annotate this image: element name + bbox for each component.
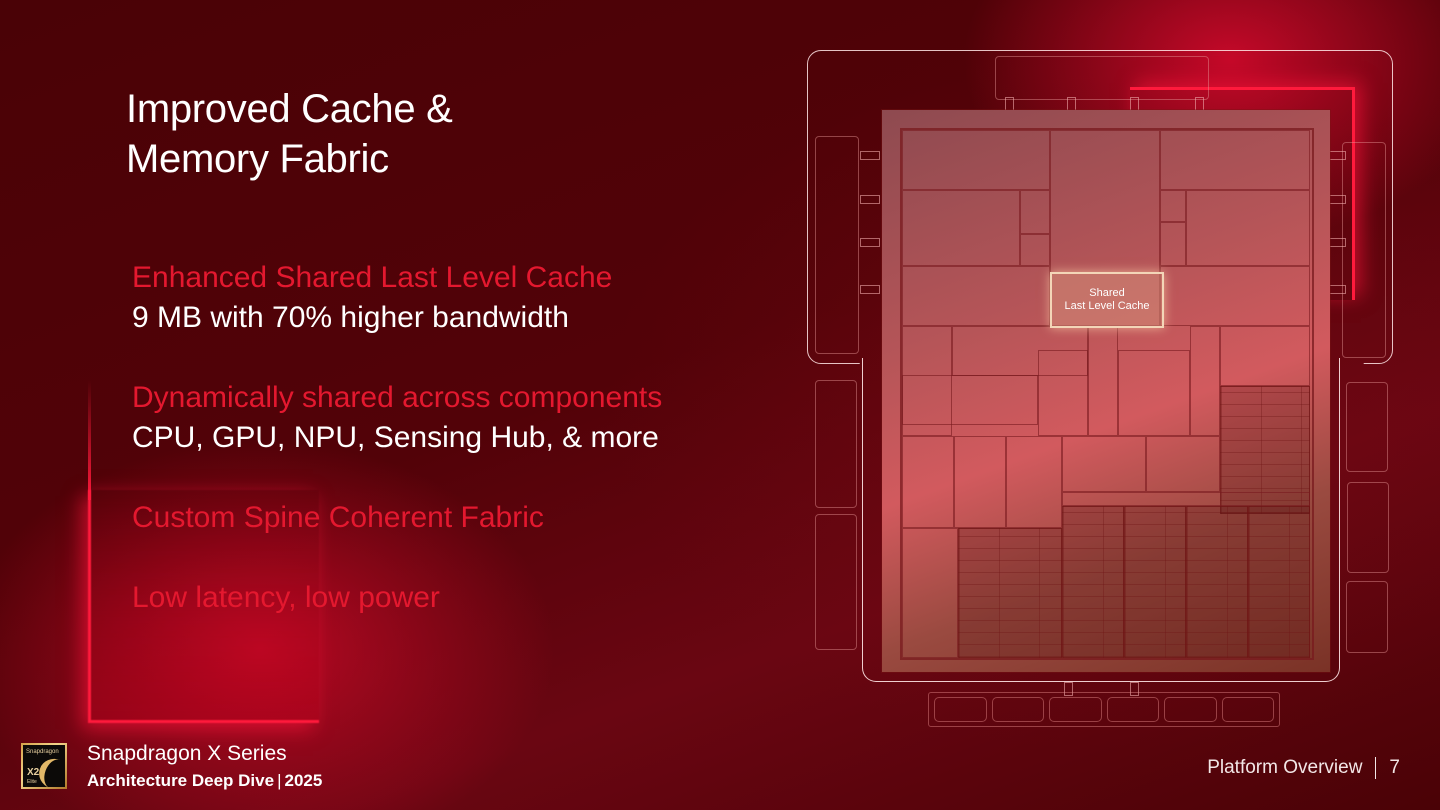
footer-section-info: Platform Overview 7 (1207, 757, 1400, 779)
logo-model-text: X2 (27, 767, 40, 778)
footer-event: Architecture Deep Dive|2025 (87, 771, 322, 791)
memory-cell (991, 697, 1044, 722)
footer-series: Snapdragon X Series (87, 742, 287, 765)
die-block (902, 130, 1050, 190)
footer-separator: | (277, 771, 282, 790)
die-block (1186, 190, 1310, 266)
die-block (1118, 350, 1190, 436)
connector (860, 195, 880, 204)
left-pad-lower (815, 514, 857, 650)
die-block-grid (1186, 506, 1248, 658)
memory-cell (1049, 697, 1102, 722)
connector (1067, 97, 1076, 111)
soc-die (882, 110, 1330, 672)
memory-cell (1106, 697, 1159, 722)
die-block (1006, 436, 1062, 528)
die-block (954, 436, 1006, 528)
key-points-list: Enhanced Shared Last Level Cache 9 MB wi… (132, 258, 812, 658)
connector (860, 238, 880, 247)
connector (1130, 682, 1139, 696)
footer-event-name: Architecture Deep Dive (87, 771, 275, 790)
point-item: Enhanced Shared Last Level Cache 9 MB wi… (132, 258, 812, 338)
connector (860, 151, 880, 160)
left-pad-middle (815, 380, 857, 508)
shared-llc-highlight: Shared Last Level Cache (1050, 272, 1164, 328)
die-block (1020, 234, 1050, 266)
top-memory-pad (995, 56, 1209, 100)
die-block (1062, 436, 1146, 492)
page-number: 7 (1389, 757, 1400, 778)
bottom-memory-strip (928, 692, 1280, 727)
point-heading: Dynamically shared across components (132, 381, 663, 414)
llc-label-line-2: Last Level Cache (1064, 300, 1150, 312)
memory-cell (1164, 697, 1217, 722)
die-block (902, 528, 958, 658)
die-block-grid (1124, 506, 1186, 658)
glow-accent-line (88, 380, 91, 500)
die-block (1020, 190, 1050, 234)
connector (1130, 97, 1139, 111)
point-heading: Custom Spine Coherent Fabric (132, 501, 544, 534)
connector (1064, 682, 1073, 696)
glow-accent-corner-left (88, 490, 319, 723)
die-block (1062, 492, 1310, 506)
logo-badge: Snapdragon X2 Elite (23, 745, 65, 787)
point-item: Low latency, low power (132, 578, 812, 618)
logo-tier-text: Elite (27, 779, 37, 785)
die-block (1160, 130, 1310, 190)
die-block (1220, 326, 1310, 386)
die-core-region (900, 128, 1314, 660)
footer-year: 2025 (284, 771, 323, 790)
right-pad-c (1346, 581, 1388, 653)
connector (860, 285, 880, 294)
point-item: Custom Spine Coherent Fabric (132, 498, 812, 538)
right-pad-upper (1342, 142, 1386, 358)
connector (1005, 97, 1014, 111)
die-block (902, 436, 954, 528)
die-block (1160, 266, 1310, 326)
die-block-grid (958, 528, 1062, 658)
die-block-grid (1248, 506, 1310, 658)
connector (1195, 97, 1204, 111)
footer-section: Platform Overview (1207, 757, 1363, 778)
title-line-2: Memory Fabric (126, 137, 389, 181)
die-block (902, 375, 1038, 425)
llc-label-line-1: Shared (1089, 287, 1125, 299)
point-detail: 9 MB with 70% higher bandwidth (132, 301, 569, 334)
snapdragon-swoosh-icon (34, 754, 65, 787)
memory-cell (934, 697, 987, 722)
slide-title: Improved Cache & Memory Fabric (126, 84, 453, 184)
die-block (1038, 350, 1088, 436)
die-block (1146, 436, 1220, 492)
die-block (1160, 222, 1186, 266)
title-line-1: Improved Cache & (126, 87, 453, 131)
left-pad-upper (815, 136, 859, 354)
package-outline-lower (862, 358, 1340, 682)
point-heading: Low latency, low power (132, 581, 440, 614)
die-block-grid (1062, 506, 1124, 658)
die-block (1088, 326, 1118, 436)
die-block (902, 190, 1020, 266)
point-heading: Enhanced Shared Last Level Cache (132, 261, 613, 294)
right-pad-b (1347, 482, 1389, 573)
point-detail: CPU, GPU, NPU, Sensing Hub, & more (132, 421, 659, 454)
memory-cell (1221, 697, 1274, 722)
logo-brand-text: Snapdragon (26, 749, 59, 755)
right-pad-a (1346, 382, 1388, 472)
die-block (1160, 190, 1186, 222)
snapdragon-logo-icon: Snapdragon X2 Elite (21, 743, 67, 789)
glow-accent-corner-top (1130, 87, 1355, 300)
point-item: Dynamically shared across components CPU… (132, 378, 812, 458)
die-block (902, 266, 1050, 326)
footer-divider (1375, 757, 1377, 779)
die-block (1190, 326, 1220, 436)
